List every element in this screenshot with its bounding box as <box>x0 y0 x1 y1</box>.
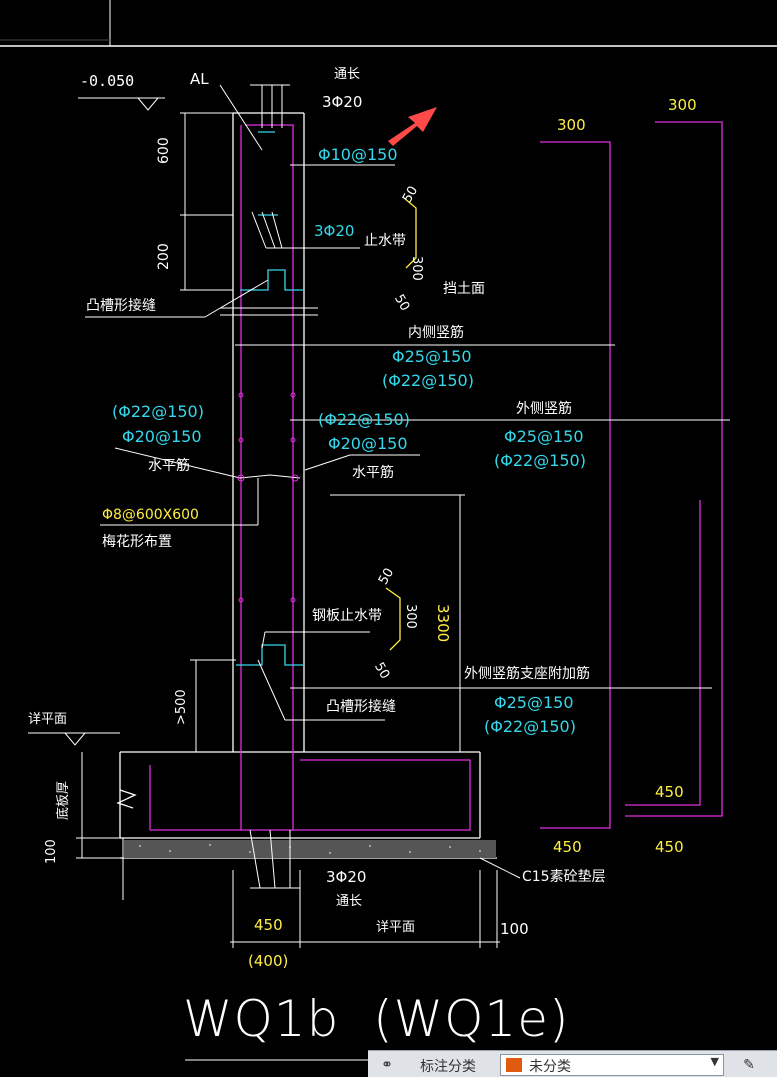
edit-icon[interactable]: ✎ <box>743 1057 755 1073</box>
dim-100-bot: 100 <box>500 920 529 938</box>
dimension-lines <box>28 84 730 1061</box>
chevron-down-icon: ▼ <box>710 1055 719 1068</box>
inner-vert-v1: Φ25@150 <box>392 347 472 366</box>
tie-layout: 梅花形布置 <box>102 534 172 550</box>
dim-500: >500 <box>174 689 189 725</box>
outer-vert: 外侧竖筋 <box>516 401 572 417</box>
mid-h-lbl: 水平筋 <box>352 465 394 481</box>
dim-300-a: 300 <box>557 116 586 134</box>
ws-300-a: 300 <box>409 256 424 281</box>
category-value: 未分类 <box>529 1059 571 1075</box>
concrete-pad <box>124 840 496 858</box>
annotation-toolbar: ⚭ 标注分类 未分类 ▼ ✎ <box>368 1050 777 1077</box>
outer-add-v2: (Φ22@150) <box>484 717 576 736</box>
dim-600: 600 <box>156 137 172 164</box>
detail-plane-1: 详平面 <box>28 712 68 727</box>
detail-plane-2: 详平面 <box>376 920 416 935</box>
slab-thk: 底板厚 <box>56 780 71 820</box>
outer-vert-v1: Φ25@150 <box>504 427 584 446</box>
category-label: 标注分类 <box>420 1059 476 1075</box>
al-label: AL <box>190 70 209 88</box>
groove-joint-2: 凸槽形接缝 <box>326 699 396 715</box>
elev-label: -0.050 <box>80 72 135 90</box>
dim-300-b: 300 <box>668 96 697 114</box>
dim-450-c: 450 <box>655 838 684 856</box>
dim-450-a: 450 <box>655 783 684 801</box>
tongchang-top: 通长 <box>334 67 361 82</box>
left-h-v2: Φ20@150 <box>122 427 202 446</box>
wall-outline <box>116 112 497 859</box>
mid-h-v2: Φ20@150 <box>328 434 408 453</box>
dim-400-bot: (400) <box>248 952 289 970</box>
retain-face: 挡土面 <box>443 281 485 297</box>
outer-add-v1: Φ25@150 <box>494 693 574 712</box>
tongchang-bot: 通长 <box>336 894 363 909</box>
tie-bars: Φ8@600X600 <box>102 507 199 523</box>
rebar-lines <box>149 121 723 831</box>
left-h-lbl: 水平筋 <box>148 458 190 474</box>
waterstops <box>236 131 304 666</box>
inner-vert-v2: (Φ22@150) <box>382 371 474 390</box>
left-h-v1: (Φ22@150) <box>112 402 204 421</box>
dim-3300: 3300 <box>434 604 452 643</box>
mid-h-v1: (Φ22@150) <box>318 410 410 429</box>
group-icon[interactable]: ⚭ <box>381 1057 393 1073</box>
category-select[interactable]: 未分类 ▼ <box>500 1054 724 1076</box>
pointer-arrow <box>388 107 437 146</box>
steel-ws: 钢板止水带 <box>312 608 382 624</box>
bot-bars: 3Φ20 <box>326 868 367 886</box>
top-bars: 3Φ20 <box>322 93 363 111</box>
mid-bars: 3Φ20 <box>314 222 355 240</box>
dim-100-left: 100 <box>44 839 59 864</box>
c15-label: C15素砼垫层 <box>522 869 606 885</box>
ws-profile <box>385 197 417 651</box>
groove-joint-1: 凸槽形接缝 <box>86 298 156 314</box>
category-color-swatch <box>506 1058 522 1072</box>
outer-vert-v2: (Φ22@150) <box>494 451 586 470</box>
dim-450-bot: 450 <box>254 916 283 934</box>
outer-add: 外侧竖筋支座附加筋 <box>464 666 590 682</box>
ws-300-b: 300 <box>403 604 418 629</box>
dim-450-b: 450 <box>553 838 582 856</box>
dim-200: 200 <box>156 243 172 270</box>
inner-vert: 内侧竖筋 <box>408 325 464 341</box>
waterstop-label: 止水带 <box>364 233 406 249</box>
stirrup-label: Φ10@150 <box>318 145 398 164</box>
drawing-title: WQ1b (WQ1e) <box>183 990 570 1048</box>
